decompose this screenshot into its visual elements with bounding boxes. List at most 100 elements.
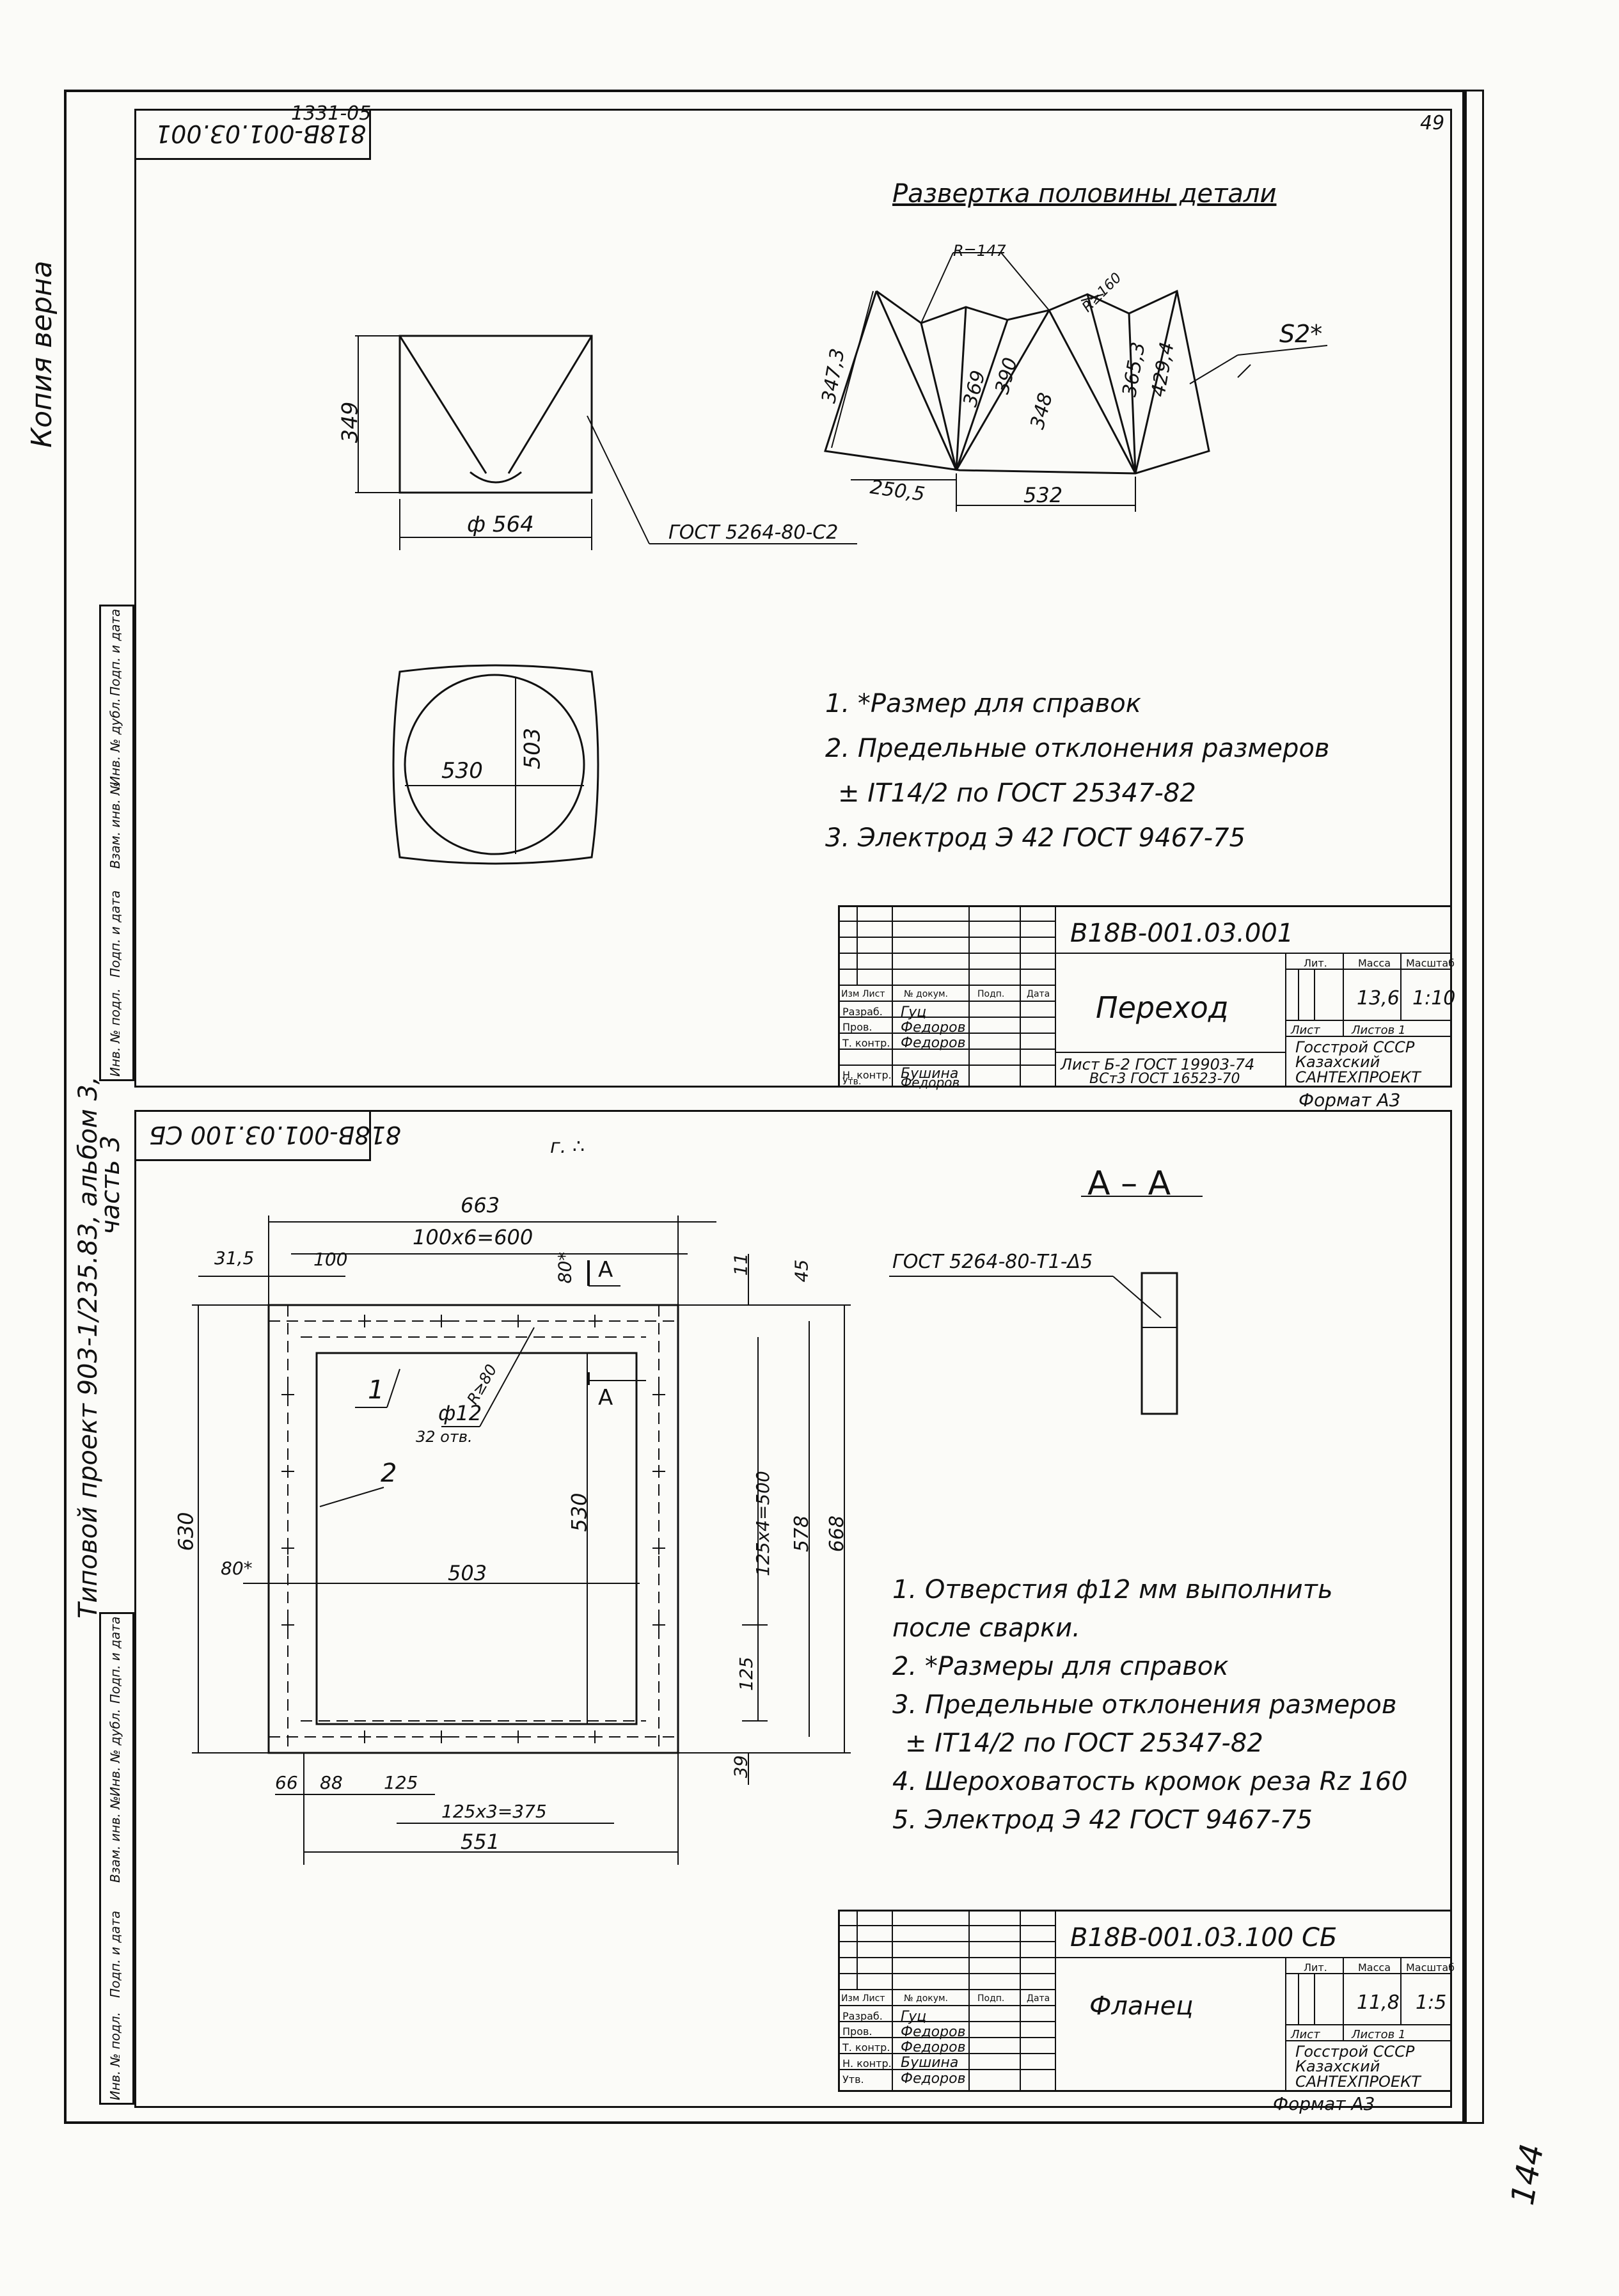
sheet2-org-1: Госстрой СССР <box>1295 2043 1415 2061</box>
position-1: 1 <box>368 1375 384 1405</box>
sheet2-title-grid <box>838 1910 1452 2092</box>
sheet1-col-head: Масса <box>1358 957 1391 969</box>
transition-front-view <box>399 335 593 494</box>
sheet2-col-head: Масштаб <box>1406 1961 1455 1974</box>
sheet2-person: Федоров <box>901 2024 966 2040</box>
sheet1-role: Пров. <box>842 1021 873 1033</box>
sheet2-person: Гуц <box>901 2009 927 2025</box>
sheet1-person: Бушина <box>901 1066 959 1082</box>
dim-45: 45 <box>791 1259 812 1283</box>
dim-39: 39 <box>730 1755 752 1778</box>
position-2: 2 <box>381 1459 397 1488</box>
top-left-number: 1331-05 <box>291 102 372 125</box>
note-line: 2. *Размеры для справок <box>892 1652 1229 1681</box>
sheet1-role: Н. контр. <box>842 1069 892 1081</box>
sheet2-part-name: Фланец <box>1089 1991 1194 2021</box>
bottom-small-mark: г. ∴ <box>550 1136 585 1158</box>
dim-s2: S2* <box>1279 320 1323 348</box>
hole-count: 32 отв. <box>416 1428 473 1446</box>
sheet1-person: Федоров <box>901 1035 966 1051</box>
note-line: 3. Предельные отклонения размеров <box>892 1690 1397 1720</box>
section-aa-profile <box>1141 1272 1178 1415</box>
sheet2-role: Т. контр. <box>842 2041 890 2054</box>
sheet1-col-head: Лит. <box>1304 957 1327 969</box>
flange-outer <box>267 1304 679 1754</box>
dim-532: 532 <box>1023 483 1063 507</box>
transition-top-view <box>392 664 599 865</box>
sheet1-mass: 13,6 <box>1357 987 1400 1009</box>
development-title: Развертка половины детали <box>892 179 1277 209</box>
section-mark-a1: A <box>598 1257 613 1283</box>
sheet1-header: № докум. <box>904 989 949 999</box>
sheet1-scale: 1:10 <box>1412 987 1456 1009</box>
sheet1-part-name: Переход <box>1096 990 1229 1025</box>
sheet2-frame <box>134 1110 1452 2108</box>
dim-503: 503 <box>448 1561 487 1585</box>
sheet1-header: Дата <box>1027 989 1050 999</box>
sheet1-code-box: 818B-001.03.001 <box>134 109 371 160</box>
sheet2-org-2: Казахский <box>1295 2057 1380 2075</box>
sheet2-mass: 11,8 <box>1357 1991 1400 2014</box>
note-line: 3. Электрод Э 42 ГОСТ 9467-75 <box>825 823 1245 853</box>
sheet1-sheets-label: Листов 1 <box>1352 1024 1406 1037</box>
dim-11: 11 <box>730 1253 752 1276</box>
dim-66: 66 <box>275 1772 298 1793</box>
dim-630: 630 <box>173 1512 198 1551</box>
left-stamp-lower: Подп. и дата Инв. № дубл. Взам. инв. № П… <box>99 1612 134 2105</box>
outer-frame <box>64 90 1465 2124</box>
sheet2-header: Подп. <box>977 1993 1005 2004</box>
note-line: 2. Предельные отклонения размеров <box>825 734 1330 763</box>
note-line: 5. Электрод Э 42 ГОСТ 9467-75 <box>892 1805 1313 1835</box>
sheet2-notes: 1. Отверстия ф12 мм выполнить после свар… <box>892 1571 1408 1839</box>
dim-578: 578 <box>791 1515 814 1553</box>
flange-holes <box>281 1315 665 1743</box>
weld-ref-sheet2: ГОСТ 5264-80-Т1-Δ5 <box>892 1251 1093 1273</box>
right-margin-line <box>1465 90 1484 2124</box>
dim-100: 100 <box>313 1249 348 1270</box>
sheet1-col-head: Масштаб <box>1406 957 1455 969</box>
dim-125-right: 125 <box>736 1656 757 1691</box>
sheet1-role: Т. контр. <box>842 1037 890 1049</box>
dim-diameter-564: ф 564 <box>467 512 534 537</box>
sheet1-person: Федоров <box>901 1020 966 1036</box>
sheet2-person: Федоров <box>901 2071 966 2087</box>
section-mark-a2: A <box>598 1385 613 1411</box>
note-line: 1. *Размер для справок <box>825 689 1141 718</box>
sheet1-material-2: ВСт3 ГОСТ 16523-70 <box>1089 1071 1240 1087</box>
sheet1-person: Федоров <box>901 1075 960 1090</box>
sheet1-designation: В18В-001.03.001 <box>1070 919 1294 948</box>
sheet2-sheets-label: Листов 1 <box>1352 2028 1406 2041</box>
sheet2-header: № докум. <box>904 1993 949 2004</box>
note-line: 1. Отверстия ф12 мм выполнить <box>892 1575 1333 1604</box>
sheet1-org-2: Казахский <box>1295 1053 1380 1071</box>
sheet2-title-block: В18В-001.03.100 СБ Фланец Лит. Масса Мас… <box>838 1910 1455 2092</box>
section-title: А – А <box>1087 1164 1171 1203</box>
dim-100x6: 100х6=600 <box>413 1225 533 1249</box>
sheet2-header: Дата <box>1027 1993 1050 2004</box>
sheet1-header: Изм <box>841 989 860 999</box>
sheet2-col-head: Масса <box>1358 1961 1391 1974</box>
sheet2-role: Разраб. <box>842 2010 883 2022</box>
sheet2-col-head: Лит. <box>1304 1961 1327 1974</box>
sheet2-org-3: САНТЕХПРОЕКТ <box>1295 2073 1421 2091</box>
note-line: ± IT14/2 по ГОСТ 25347-82 <box>838 779 1196 808</box>
sheet2-person: Бушина <box>901 2055 959 2071</box>
sheet2-role: Утв. <box>842 2073 864 2086</box>
sheet1-title-block: В18В-001.03.001 Переход Лист Б-2 ГОСТ 19… <box>838 905 1456 1090</box>
dim-551: 551 <box>461 1830 500 1854</box>
sheet1-notes: 1. *Размер для справок 2. Предельные отк… <box>825 681 1329 860</box>
sheet1-role: Утв. <box>842 1077 862 1087</box>
dim-530: 530 <box>441 758 483 784</box>
top-right-number: 49 <box>1420 112 1445 134</box>
note-line: 4. Шероховатость кромок реза Rz 160 <box>892 1767 1408 1796</box>
weld-ref-sheet1: ГОСТ 5264-80-С2 <box>668 521 839 544</box>
sheet1-material-1: Лист Б-2 ГОСТ 19903-74 <box>1061 1056 1255 1073</box>
dim-31-5: 31,5 <box>214 1247 255 1269</box>
dim-88: 88 <box>320 1772 343 1793</box>
note-line: ± IT14/2 по ГОСТ 25347-82 <box>905 1729 1263 1758</box>
dim-530: 530 <box>567 1492 592 1532</box>
sheet2-code-box: 818B-001.03.100 СБ <box>134 1110 401 1161</box>
sheet2-header: Лист <box>862 1993 885 2004</box>
sheet2-sheet-label: Лист <box>1291 2028 1320 2041</box>
